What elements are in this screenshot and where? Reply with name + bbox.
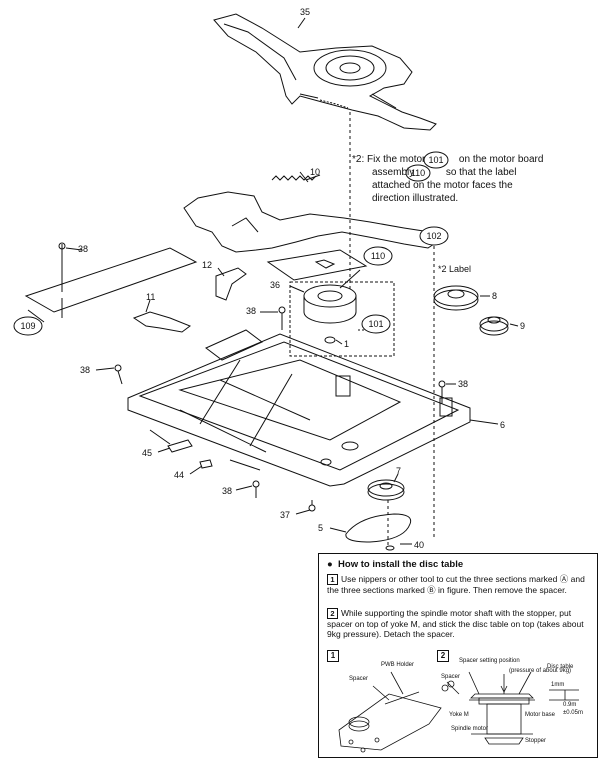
install-title-text: How to install the disc table	[338, 559, 464, 570]
label-109: 109	[20, 321, 35, 331]
note-text-d: so that the label	[445, 167, 517, 178]
screw-38-b	[278, 306, 286, 330]
callout-101-circle	[361, 314, 391, 334]
fig1-pwb-holder	[338, 693, 442, 751]
part-11-lever	[132, 311, 192, 333]
part-7-gear	[367, 479, 405, 501]
fig2-label-dim3: 1mm	[551, 682, 564, 688]
label-110: 110	[371, 251, 385, 261]
label-45: 45	[142, 448, 152, 458]
part-10-spring	[271, 171, 317, 183]
step-2-text: While supporting the spindle motor shaft…	[327, 608, 584, 639]
fig2-label-dim1: 0.9m	[563, 702, 576, 708]
label-7: 7	[396, 466, 401, 476]
part-5-belt	[345, 513, 412, 543]
install-figures: PWB Holder Spacer Spacer setting positio…	[338, 658, 583, 753]
fig2-label-stopper: Stopper	[525, 738, 546, 744]
screw-38-a	[58, 242, 66, 262]
fig2-label-spacer-setting: Spacer setting position	[459, 658, 520, 664]
fig2-label-yoke: Yoke M	[449, 712, 469, 718]
label-35: 35	[300, 7, 310, 17]
label-102: 102	[426, 231, 441, 241]
fig1-label-pwb-holder: PWB Holder	[381, 662, 414, 668]
label-38-e: 38	[222, 486, 232, 496]
fig2-label-motor-base: Motor base	[525, 712, 556, 718]
part-40-washer	[385, 545, 395, 551]
part-44-block	[199, 459, 213, 469]
note-text-b: on the motor board	[458, 154, 544, 165]
label-6: 6	[500, 420, 505, 430]
fig1-label-spacer: Spacer	[349, 676, 368, 682]
label-5: 5	[318, 523, 323, 533]
figure-1-tag: 1	[327, 650, 339, 662]
label-callout-2: *2 Label	[438, 264, 471, 274]
install-title: ● How to install the disc table	[327, 559, 464, 570]
label-10: 10	[310, 167, 320, 177]
part-110-board	[266, 249, 368, 281]
fix-motor-note-line4: direction illustrated.	[372, 193, 459, 204]
label-38-b: 38	[246, 306, 256, 316]
figure-2-tag: 2	[437, 650, 449, 662]
screw-37	[308, 500, 316, 512]
label-101: 101	[368, 319, 383, 329]
note-110-circle	[405, 164, 431, 182]
screw-38-e	[252, 480, 260, 498]
note-text-c: assembly	[372, 167, 415, 178]
fig2-spindle-motor	[486, 703, 522, 735]
fig2-label-spindle-motor: Spindle motor	[451, 726, 488, 732]
part-12-lever	[215, 267, 247, 301]
screw-38-d	[438, 380, 446, 404]
part-35-arm	[213, 13, 437, 131]
label-8: 8	[492, 291, 497, 301]
label-9: 9	[520, 321, 525, 331]
label-12: 12	[202, 260, 212, 270]
screw-38-c	[114, 364, 123, 385]
fig2-label-disc-table: Disc table	[547, 664, 574, 670]
fix-motor-note-line1: *2: Fix the motor on the motor board	[352, 154, 543, 166]
part-109-plate	[24, 244, 198, 318]
callout-102-circle	[419, 226, 449, 246]
label-38-c: 38	[80, 365, 90, 375]
fig2-label-dim2: ±0.05m	[563, 710, 583, 716]
callout-110-circle	[363, 246, 393, 266]
part-8-gear	[433, 285, 479, 311]
fig2-label-spacer: Spacer	[441, 674, 460, 680]
part-101-spindle-motor	[303, 284, 357, 344]
note-label-110: 110	[411, 168, 425, 178]
note-101-circle	[423, 151, 449, 169]
fig2-label-pressure: (pressure of about 9kg)	[509, 668, 571, 674]
part-9-gear	[479, 316, 509, 336]
note-text-a: *2: Fix the motor	[352, 154, 426, 165]
label-38-d: 38	[458, 379, 468, 389]
label-1: 1	[344, 339, 349, 349]
label-44: 44	[174, 470, 184, 480]
note-label-101: 101	[428, 155, 443, 165]
label-11: 11	[146, 292, 155, 302]
label-40: 40	[414, 540, 424, 550]
label-37: 37	[280, 510, 290, 520]
fix-motor-note-line3: attached on the motor faces the	[372, 180, 513, 191]
label-36: 36	[270, 280, 280, 290]
part-45-block	[167, 439, 193, 453]
callout-109-circle	[13, 316, 43, 336]
part-102-bracket	[183, 191, 441, 253]
step-1-text: Use nippers or other tool to cut the thr…	[327, 574, 585, 595]
fix-motor-note-line2: assembly so that the label	[372, 167, 516, 179]
main-chassis	[127, 329, 471, 487]
label-38-a: 38	[78, 244, 88, 254]
